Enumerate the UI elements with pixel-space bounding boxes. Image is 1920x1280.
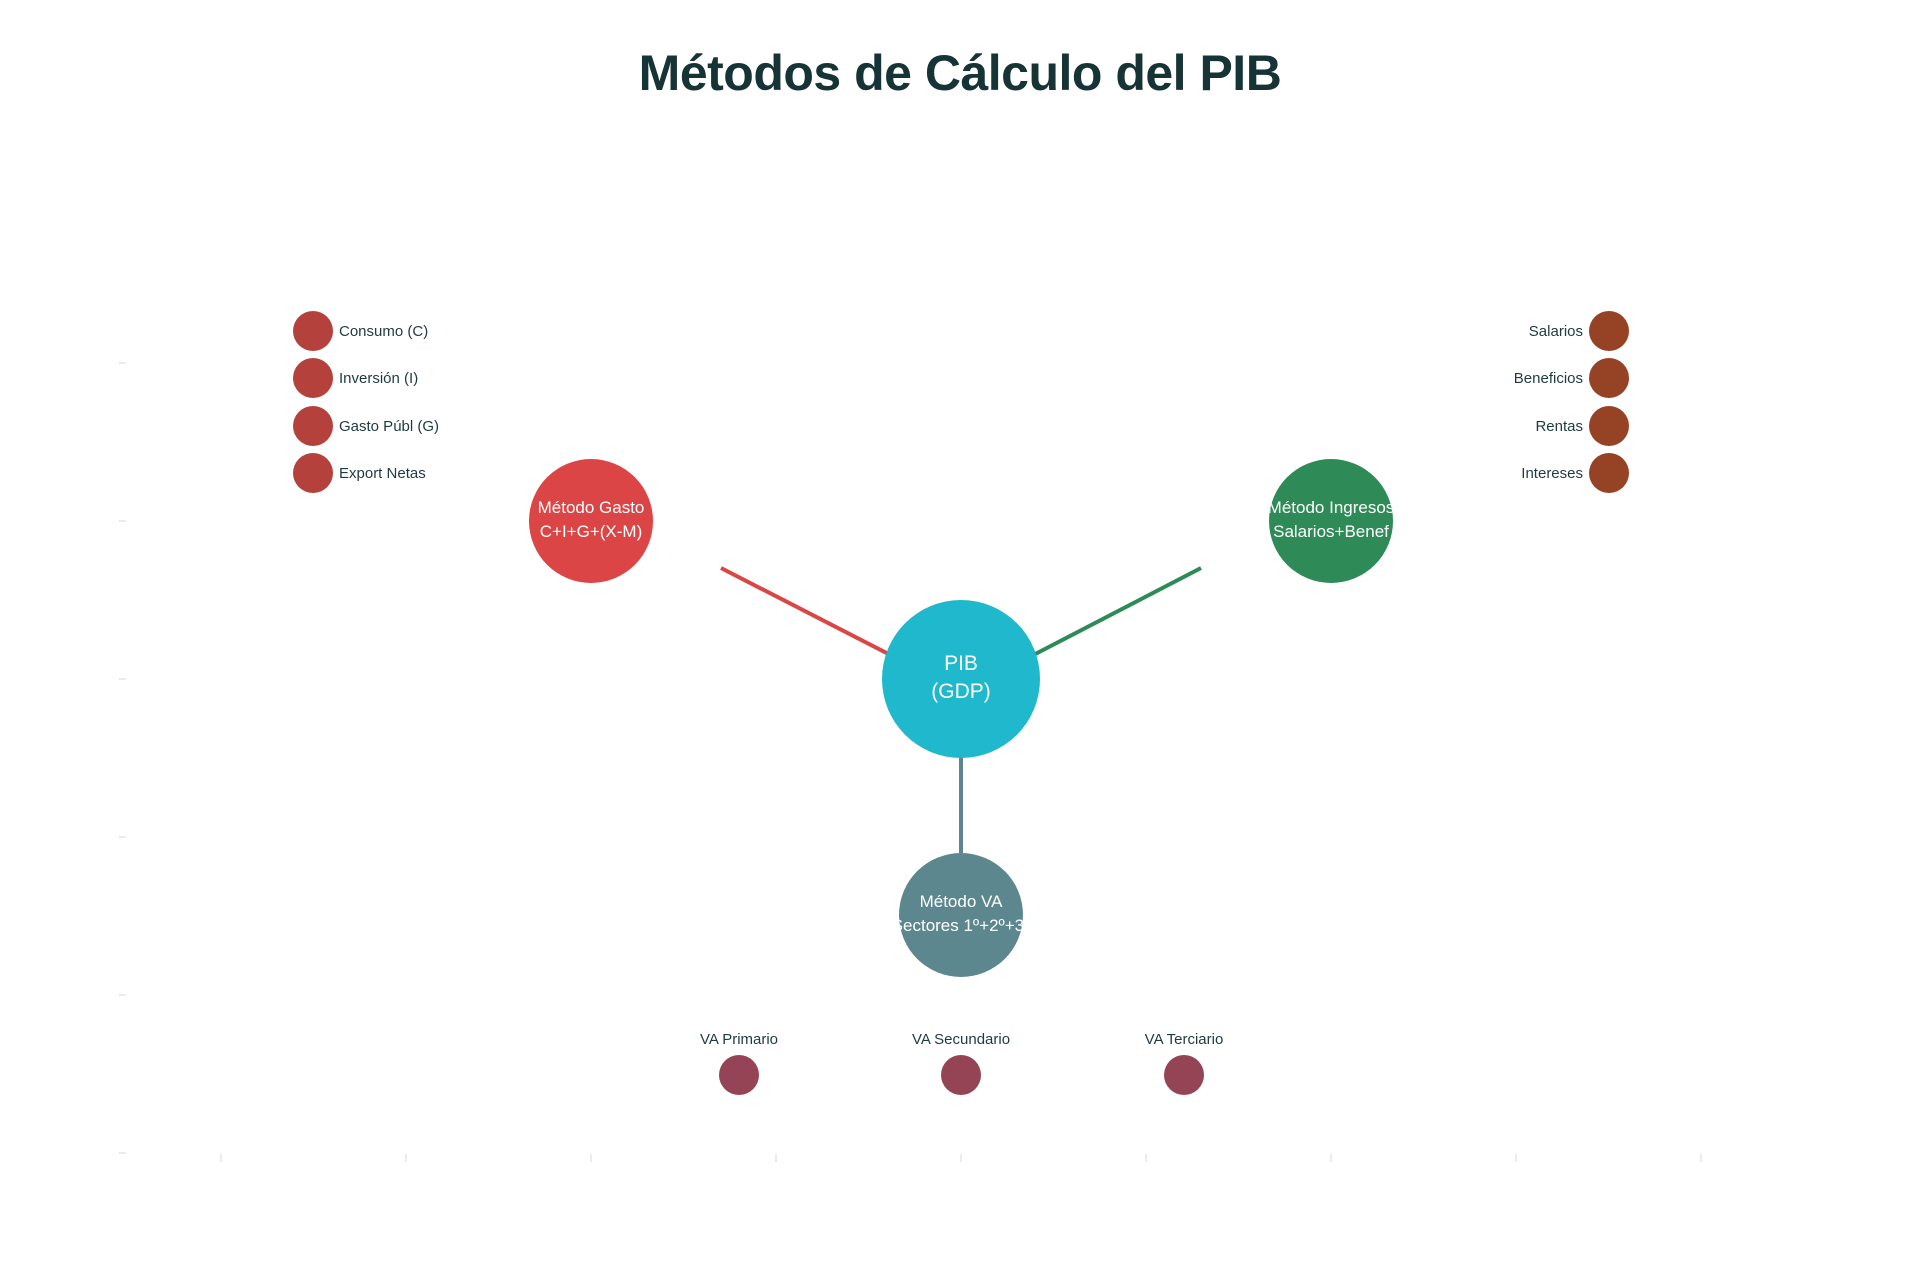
center-node-pib: PIB (GDP) (882, 600, 1040, 758)
center-label-line2: (GDP) (931, 680, 991, 703)
ingresos-component-label: Intereses (1521, 465, 1583, 482)
va-component-label: VA Secundario (912, 1031, 1010, 1048)
ingresos-label-line2: Salarios+Benef (1273, 522, 1389, 541)
method-node-va: Método VA Sectores 1º+2º+3º (892, 853, 1031, 977)
gasto-component: Consumo (C) (293, 311, 428, 351)
connector-ingresos (1017, 566, 1202, 665)
va-components: VA Primario VA Secundario VA Terciario (700, 1031, 1223, 1095)
ingresos-component: Beneficios (1514, 358, 1629, 398)
gasto-component: Inversión (I) (293, 358, 418, 398)
method-node-ingresos: Método Ingresos Salarios+Benef (1268, 459, 1395, 583)
ingresos-component: Rentas (1535, 406, 1629, 446)
va-component-label: VA Terciario (1145, 1031, 1224, 1048)
gasto-component-label: Consumo (C) (339, 323, 428, 340)
page-title: Métodos de Cálculo del PIB (638, 45, 1282, 101)
gasto-component: Export Netas (293, 453, 426, 493)
ingresos-component-label: Salarios (1529, 323, 1583, 340)
connector-gasto (720, 566, 907, 665)
gasto-component-label: Export Netas (339, 465, 426, 482)
va-label-line1: Método VA (920, 892, 1004, 911)
gasto-label-line1: Método Gasto (538, 498, 645, 517)
va-component: VA Primario (700, 1031, 778, 1095)
gasto-component: Gasto Públ (G) (293, 406, 439, 446)
gasto-components: Consumo (C) Inversión (I) Gasto Públ (G)… (293, 311, 439, 493)
ingresos-components: Salarios Beneficios Rentas Intereses (1514, 311, 1629, 493)
method-node-gasto: Método Gasto C+I+G+(X-M) (529, 459, 653, 583)
va-component: VA Secundario (912, 1031, 1010, 1095)
center-label-line1: PIB (944, 652, 978, 675)
va-label-line2: Sectores 1º+2º+3º (892, 916, 1031, 935)
ingresos-component-label: Rentas (1535, 418, 1583, 435)
ingresos-component: Salarios (1529, 311, 1629, 351)
va-component-label: VA Primario (700, 1031, 778, 1048)
gasto-component-label: Gasto Públ (G) (339, 418, 439, 435)
gasto-label-line2: C+I+G+(X-M) (540, 522, 643, 541)
gasto-component-label: Inversión (I) (339, 370, 418, 387)
ingresos-label-line1: Método Ingresos (1268, 498, 1395, 517)
ingresos-component-label: Beneficios (1514, 370, 1583, 387)
axis-ticks (119, 362, 1702, 1162)
va-component: VA Terciario (1145, 1031, 1224, 1095)
ingresos-component: Intereses (1521, 453, 1629, 493)
